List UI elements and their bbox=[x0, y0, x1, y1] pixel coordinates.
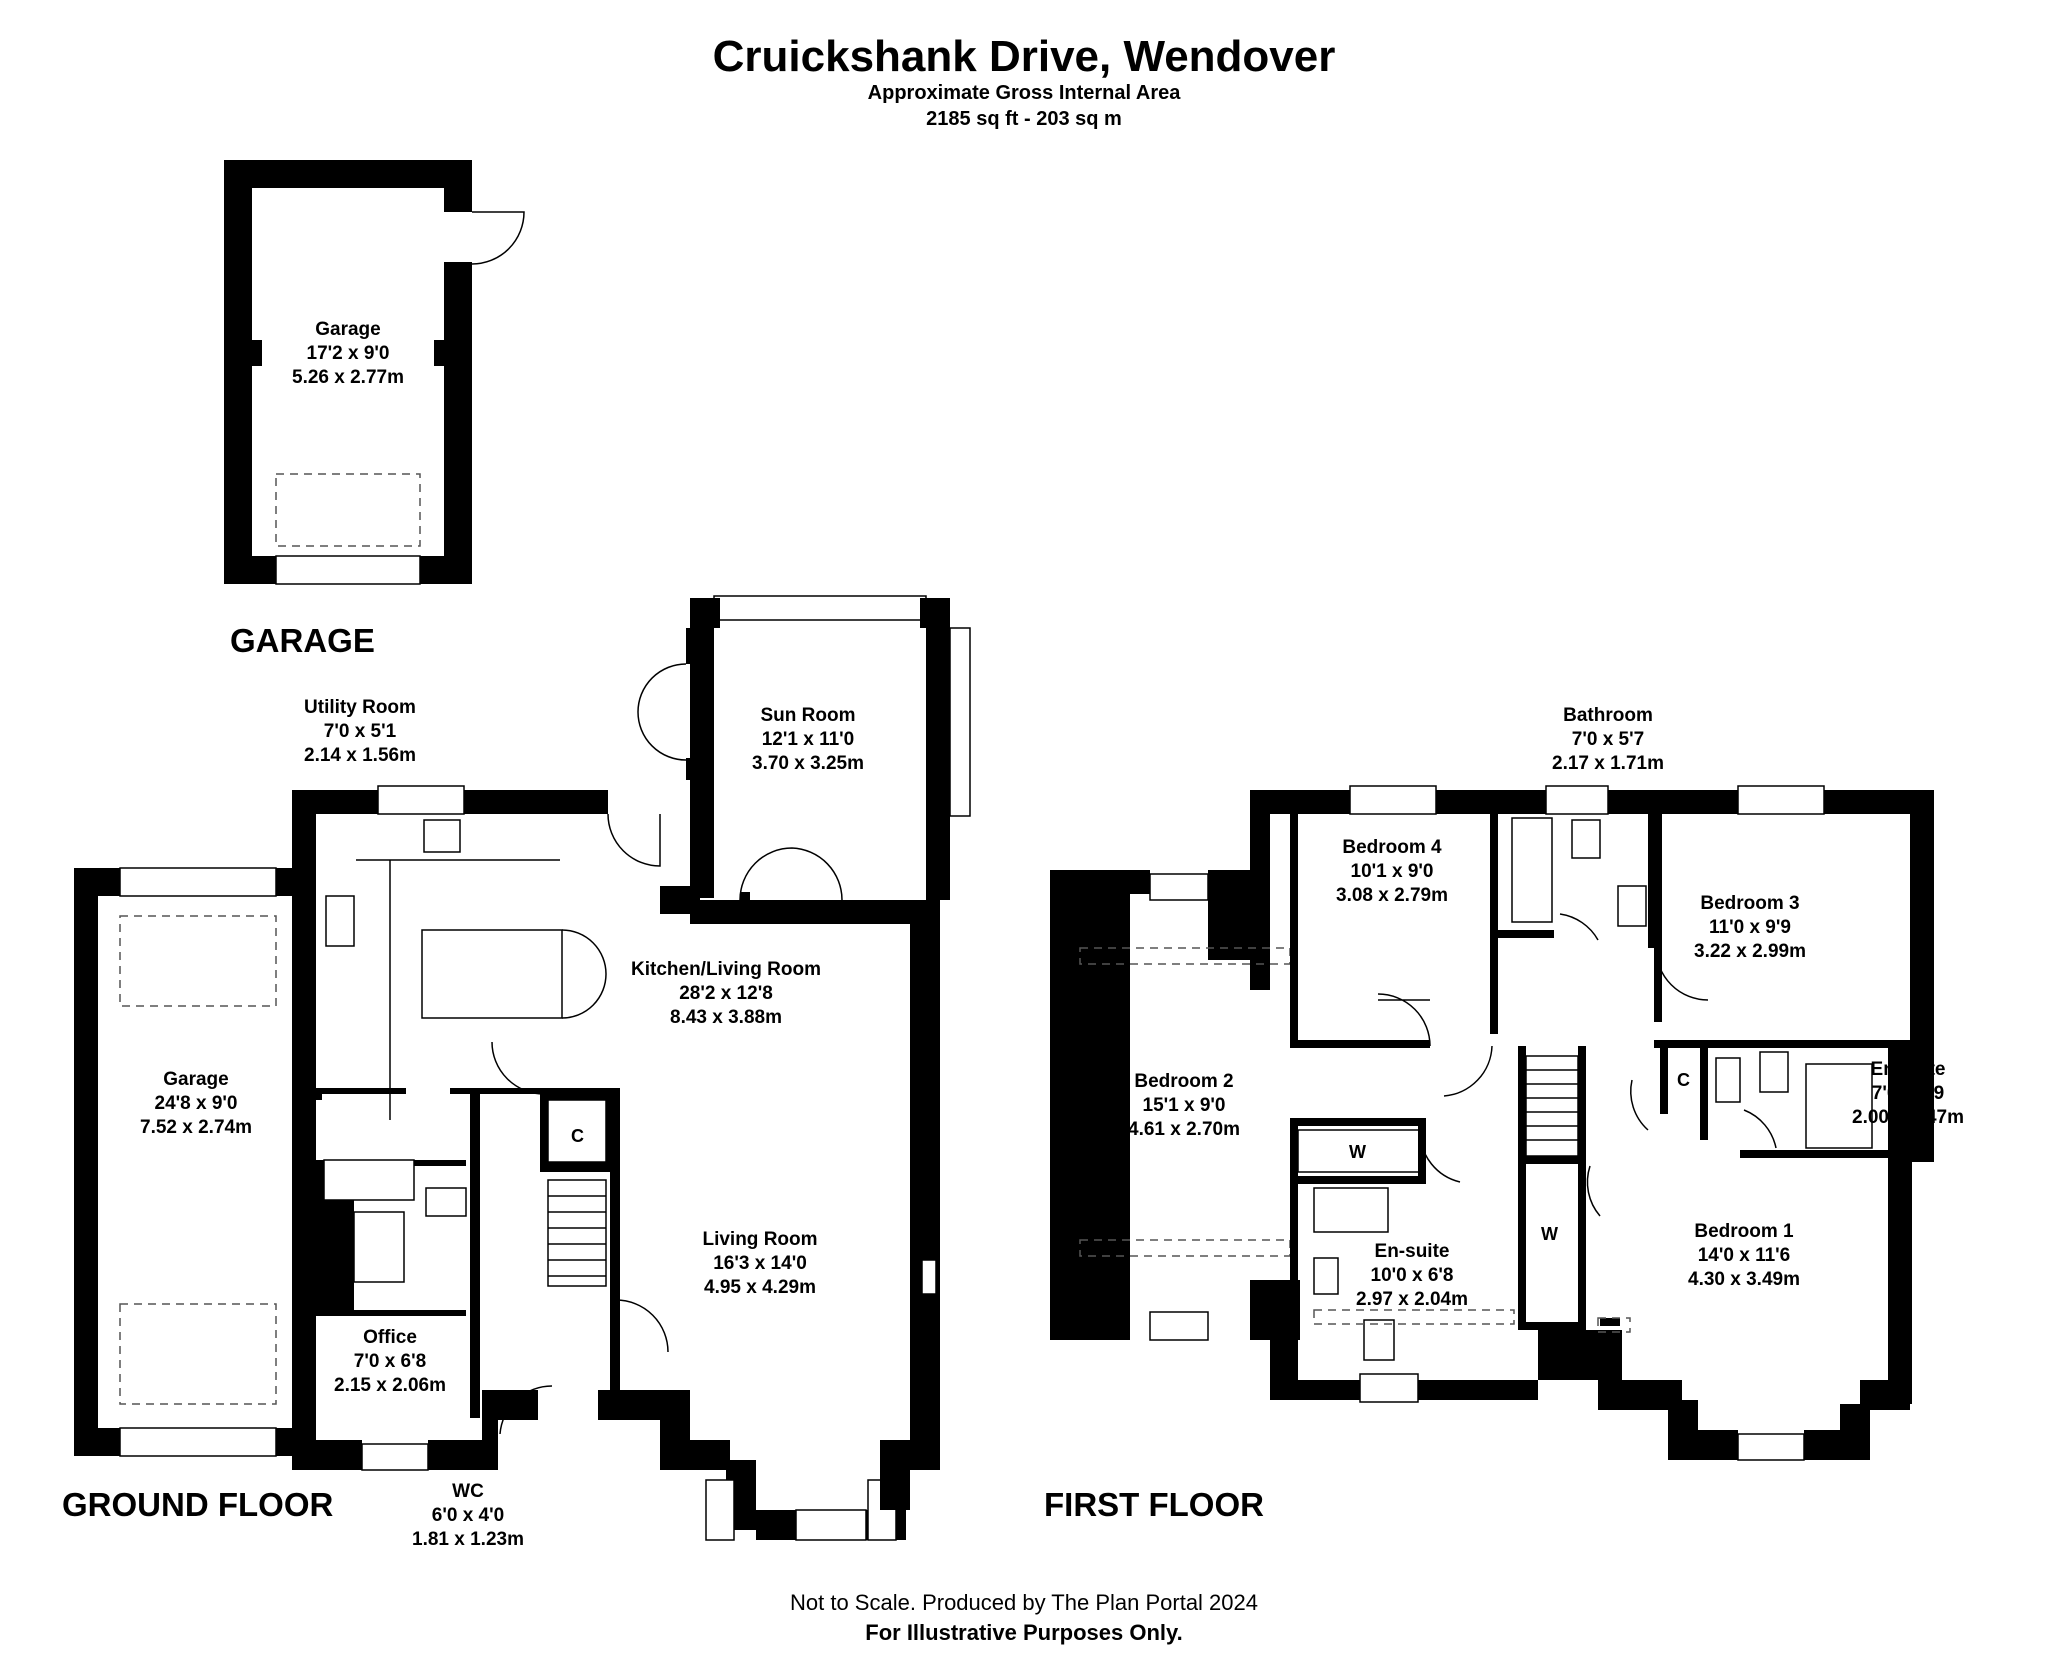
section-label-garage: GARAGE bbox=[230, 622, 375, 659]
wardrobe-marker-ensuite: W bbox=[1349, 1142, 1366, 1162]
wardrobe-marker-landing: W bbox=[1541, 1224, 1558, 1244]
cupboard-marker-first: C bbox=[1677, 1070, 1690, 1090]
section-label-first-floor: FIRST FLOOR bbox=[1044, 1486, 1264, 1523]
detached-garage-plan bbox=[224, 160, 525, 585]
section-label-ground-floor: GROUND FLOOR bbox=[62, 1486, 334, 1523]
area-value: 2185 sq ft - 203 sq m bbox=[926, 108, 1122, 130]
area-label: Approximate Gross Internal Area bbox=[867, 82, 1181, 104]
scale-note: Not to Scale. Produced by The Plan Porta… bbox=[790, 1590, 1258, 1615]
page-title: Cruickshank Drive, Wendover bbox=[712, 32, 1336, 81]
disclaimer: For Illustrative Purposes Only. bbox=[865, 1620, 1183, 1645]
first-floor-plan bbox=[1050, 785, 1934, 1461]
cupboard-marker-ground: C bbox=[571, 1126, 584, 1146]
ground-floor-plan bbox=[74, 595, 971, 1541]
